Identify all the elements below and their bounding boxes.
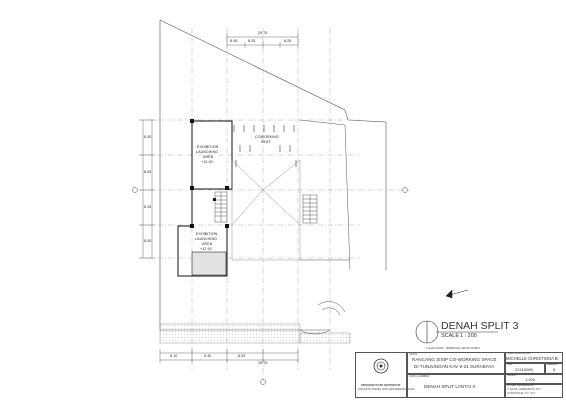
sheet-title: DENAH SPLIT LANTAI 3	[424, 384, 475, 389]
title-block-sheet-cell	[407, 374, 505, 398]
room-exhibition-upper-sub2: AREA	[203, 155, 214, 159]
student-label: NAMA MAHASISWA	[507, 352, 531, 355]
title-block-scale-cell	[505, 374, 563, 384]
dim-left-4: 8.00	[144, 239, 152, 243]
dim-bottom-overall: 25.75	[258, 361, 268, 365]
dim-bottom-2: 9.40	[204, 354, 212, 358]
room-exhibition-upper-sub: LAUNCHING	[196, 150, 219, 154]
institution-seal-icon	[373, 358, 389, 374]
scale-value: 1:200	[525, 377, 536, 382]
dim-top-3: 8.25	[284, 39, 292, 43]
lecturer-2: AUTIANTIA M, S.T., M.T.	[507, 392, 536, 395]
dim-top-2: 8.25	[248, 39, 256, 43]
nrp-value: 22415089	[515, 367, 533, 372]
dim-left-1: 6.50	[144, 135, 152, 139]
title-marker	[415, 320, 498, 344]
room-exhibition-lower-name: EXHIBITION	[196, 232, 218, 236]
lembar-label: LEMBAR	[547, 363, 558, 366]
right-wing	[299, 119, 351, 335]
institution-name: PROGRAM STUDI ARSITEKTUR	[361, 384, 401, 387]
title-block-header: TUGAS AKHIR - SEMESTER GENAP 2018/19	[426, 347, 480, 350]
lembar-value: 8	[553, 367, 556, 372]
room-exhibition-upper-elev: +12.90	[201, 160, 213, 164]
dim-left-2: 8.25	[144, 170, 152, 174]
title-block-nrp-cell	[505, 363, 545, 374]
site-boundary	[159, 19, 387, 331]
title-block-lecturer-cell	[505, 384, 563, 398]
coworking-seats	[233, 125, 297, 167]
project-line-2: DI TUNJUNGAN KAV 9-21 SURABAYA	[414, 364, 495, 369]
drawing-scale-value: 1 : 200	[460, 333, 477, 339]
title-block-lembar-cell	[545, 363, 563, 374]
axis-markers	[132, 187, 408, 385]
dim-bottom-3: 8.25	[238, 354, 246, 358]
central-void	[231, 159, 301, 261]
title-block-logo-cell	[355, 352, 407, 398]
room-exhibition-lower-sub: LAUNCHING	[195, 237, 218, 241]
faculty-name: FAKULTAS TEKNIK SIPIL DAN PERENCANAAN	[358, 388, 415, 391]
dim-top-overall: 25.75	[258, 31, 268, 35]
dimension-top	[226, 33, 299, 48]
dim-bottom-1: 8.10	[170, 354, 178, 358]
north-arrow	[445, 289, 469, 299]
dimension-bottom	[159, 349, 299, 363]
dim-left-3: 8.25	[144, 205, 152, 209]
room-exhibition-lower-sub2: AREA	[202, 242, 213, 246]
dimension-left	[140, 119, 155, 259]
room-coworking-sub: SEAT	[261, 140, 271, 144]
sheet-label: JUDUL GAMBAR	[409, 375, 430, 378]
dim-top-1: 8.05	[230, 39, 238, 43]
title-block-student-cell	[505, 352, 563, 363]
room-coworking-name: COWORKING	[255, 135, 279, 139]
room-exhibition-upper-name: EXHIBITION	[197, 145, 219, 149]
project-label: JUDUL	[409, 353, 418, 356]
stair-right	[302, 194, 318, 224]
exhibition-room-upper	[191, 120, 233, 190]
project-line-1: RANCANG SISIP CO-WORKING SPACE	[412, 357, 497, 362]
ground-hatch	[159, 323, 301, 344]
drawing-scale-label: SCALE	[441, 333, 460, 339]
lecturer-label: DOSEN PEMBIMBING	[507, 384, 534, 387]
scale-label: SKALA	[507, 374, 516, 377]
student-name: MICHELLE CHRISTIONA B.	[506, 356, 559, 361]
nrp-label: NRP	[507, 363, 513, 366]
title-block-project-cell	[407, 352, 505, 374]
exhibition-room-lower	[177, 190, 228, 277]
drawing-title: DENAH SPLIT 3	[441, 320, 519, 332]
lecturer-1: Ir. ROOS. HARDJANTO, M.T.	[507, 388, 542, 391]
room-exhibition-lower-elev: +12.90	[200, 247, 212, 251]
stair-left	[214, 191, 228, 223]
